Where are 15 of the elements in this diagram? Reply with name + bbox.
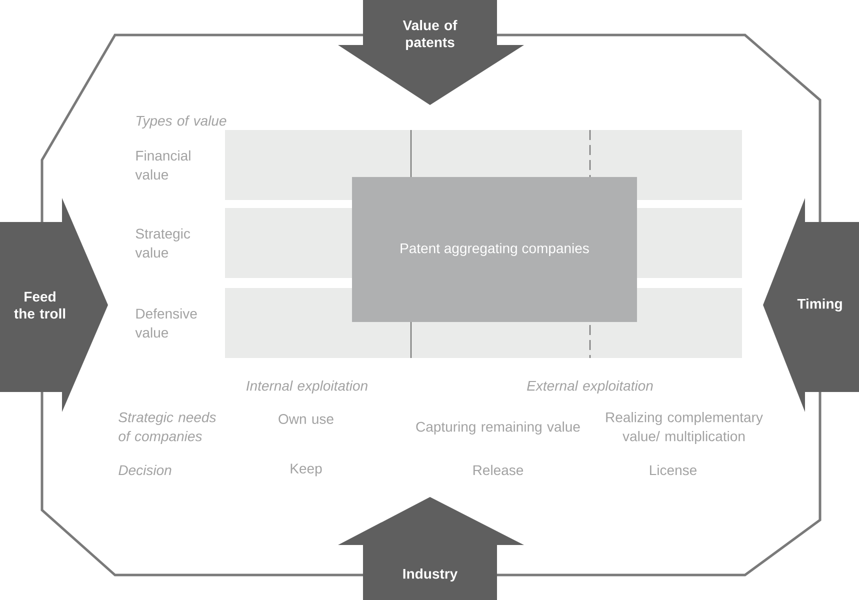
label-text: Defensive value [135,308,197,338]
label-text: License [650,464,696,476]
label-text: Strategic value [135,228,190,258]
label-text: Own use [278,414,334,424]
label-text: Release [473,464,524,476]
label-text: Keep [290,464,322,476]
label-text: Internal exploitation [246,380,368,394]
label-text: Capturing remaining value [416,421,580,435]
label-text: Financial value [135,150,190,180]
label-text: External exploitation [527,380,653,394]
label-text: Types of value [136,115,226,129]
label-text: Realizing complementary value/ multiplication [606,412,763,444]
label-text: Decision [118,464,172,476]
label-text: Strategic needs of companies [118,412,216,444]
process-box: Patent aggregating companies [352,177,637,322]
